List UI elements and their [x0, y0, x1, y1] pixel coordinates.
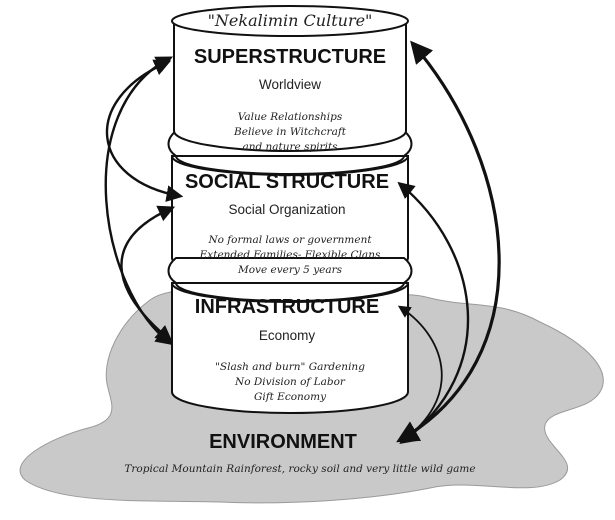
superstructure-note-1: Value Relationships: [238, 111, 343, 123]
diagram-title: "Nekalimin Culture": [208, 11, 373, 30]
social-note-3: Move every 5 years: [237, 264, 343, 276]
arrow-environment-superstructure: [396, 40, 501, 443]
left-arrows: [104, 56, 184, 346]
arrow-environment-social: [397, 181, 470, 444]
environment-heading: ENVIRONMENT: [209, 431, 357, 453]
superstructure-subheading: Worldview: [259, 77, 321, 92]
superstructure-note-3: and nature spirits: [242, 141, 338, 153]
social-heading: SOCIAL STRUCTURE: [185, 171, 389, 193]
barrel-section-superstructure: [171, 5, 409, 152]
arrow-environment-infrastructure: [397, 305, 443, 442]
social-note-2: Extended Families- Flexible Clans: [199, 249, 381, 261]
arrow-social-infra-left: [120, 205, 176, 343]
superstructure-note-2: Believe in Witchcraft: [233, 126, 347, 138]
infrastructure-note-3: Gift Economy: [254, 391, 327, 403]
infrastructure-note-1: "Slash and burn" Gardening: [215, 361, 365, 373]
infrastructure-subheading: Economy: [259, 328, 316, 343]
barrel-lid: [171, 5, 409, 37]
environment-description: Tropical Mountain Rainforest, rocky soil…: [124, 463, 475, 475]
infrastructure-note-2: No Division of Labor: [234, 376, 346, 388]
infrastructure-heading: INFRASTRUCTURE: [195, 296, 379, 318]
arrow-super-social-left: [105, 59, 184, 202]
social-subheading: Social Organization: [228, 202, 345, 217]
social-note-1: No formal laws or government: [207, 234, 372, 246]
right-arrows: [396, 40, 501, 444]
superstructure-heading: SUPERSTRUCTURE: [194, 46, 386, 68]
